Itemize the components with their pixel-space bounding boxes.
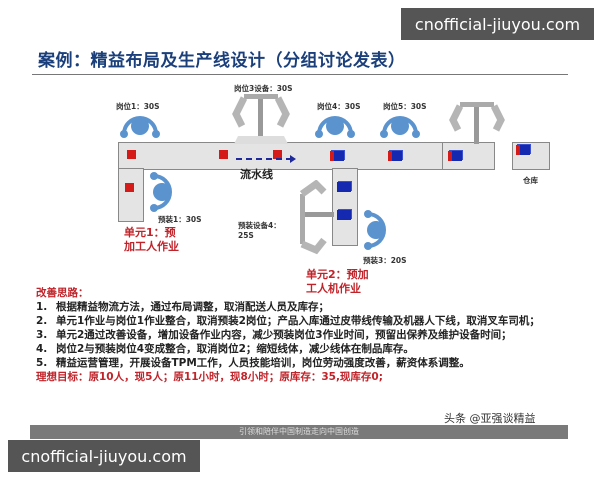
footer-bar: 引领和陪伴中国制造走向中国创造 (30, 425, 568, 439)
item-number: 3. (36, 329, 48, 341)
item-number: 1. (36, 301, 48, 313)
flow-label: 流水线 (240, 168, 273, 181)
part-blue (337, 182, 351, 192)
unit1-branch (118, 168, 144, 222)
list-item: 3. 单元2通过改善设备，增加设备作业内容，减少预装岗位3作业时间，预留出保养及维… (36, 328, 566, 342)
part-red (125, 183, 134, 192)
worker-icon (315, 116, 355, 138)
item-text: 根据精益物流方法，通过布局调整，取消配送人员及库存； (56, 301, 329, 313)
part-assembled (516, 145, 530, 155)
unit2-line1: 单元2：预加 (306, 268, 369, 281)
label-pre-equipment4: 预装设备4： (238, 221, 281, 230)
item-number: 4. (36, 343, 48, 355)
part-red (273, 150, 282, 159)
unit2-label: 单元2：预加 工人机作业 (306, 268, 369, 296)
robot-arm-icon (449, 102, 505, 144)
part-blue (337, 210, 351, 220)
improvement-notes: 改善思路： 1. 根据精益物流方法，通过布局调整，取消配送人员及库存； 2. 单元1… (36, 286, 566, 384)
part-assembled (448, 151, 462, 161)
unit2-line2: 工人机作业 (306, 282, 361, 295)
robot-arm-icon (299, 180, 334, 255)
label-post1: 岗位1：30S (116, 102, 160, 111)
label-pre3: 预装3：20S (363, 256, 407, 265)
item-number: 2. (36, 315, 48, 327)
item-text: 单元1作业与岗位1作业整合，取消预装2岗位；产品入库通过皮带线传输及机器人下线，… (56, 315, 540, 327)
unit1-line1: 单元1：预 (124, 226, 176, 239)
flow-arrow-line (236, 158, 292, 160)
slide-title: 案例：精益布局及生产线设计（分组讨论发表） (38, 51, 406, 71)
part-red (127, 150, 136, 159)
unit1-line2: 加工人作业 (124, 240, 179, 253)
unit2-branch (332, 168, 358, 246)
goal-text: ：原10人，现5人；原11小时，现8小时；原库存：35,现库存0; (78, 371, 383, 383)
worker-icon (150, 172, 172, 212)
label-post5: 岗位5：30S (383, 102, 427, 111)
list-item: 5. 精益运营管理，开展设备TPM工作，人员技能培训，岗位劳动强度改善，薪资体系调… (36, 356, 566, 370)
goal-label: 理想目标 (36, 371, 78, 383)
label-warehouse: 仓库 (523, 176, 538, 185)
unit1-label: 单元1：预 加工人作业 (124, 226, 179, 254)
goal-line: 理想目标：原10人，现5人；原11小时，现8小时；原库存：35,现库存0; (36, 370, 566, 384)
list-item: 2. 单元1作业与岗位1作业整合，取消预装2岗位；产品入库通过皮带线传输及机器人下… (36, 314, 566, 328)
robot-arm-icon (232, 94, 290, 144)
watermark-bottom: cnofficial-jiuyou.com (8, 440, 200, 472)
list-item: 4. 岗位2与预装岗位4变成整合，取消岗位2；缩短线体，减少线体在制品库存。 (36, 342, 566, 356)
item-text: 精益运营管理，开展设备TPM工作，人员技能培训，岗位劳动强度改善，薪资体系调整。 (56, 357, 470, 369)
part-assembled (330, 151, 344, 161)
flow-arrow-icon (290, 155, 296, 163)
title-divider (32, 74, 568, 75)
label-pre1: 预装1：30S (158, 215, 202, 224)
part-red (219, 150, 228, 159)
item-number: 5. (36, 357, 48, 369)
label-post4: 岗位4：30S (317, 102, 361, 111)
worker-icon (380, 116, 420, 138)
label-pre-equipment4-time: 25S (238, 231, 254, 240)
part-assembled (388, 151, 402, 161)
item-text: 单元2通过改善设备，增加设备作业内容，减少预装岗位3作业时间，预留出保养及维护设… (56, 329, 512, 341)
label-post3-equipment: 岗位3设备：30S (234, 84, 293, 93)
list-item: 1. 根据精益物流方法，通过布局调整，取消配送人员及库存； (36, 300, 566, 314)
worker-icon (364, 210, 386, 250)
improvement-heading: 改善思路： (36, 287, 89, 299)
item-text: 岗位2与预装岗位4变成整合，取消岗位2；缩短线体，减少线体在制品库存。 (56, 343, 414, 355)
worker-icon (120, 116, 160, 138)
watermark-top: cnofficial-jiuyou.com (401, 8, 594, 40)
source-tag: 头条 @亚强谈精益 (444, 412, 536, 425)
